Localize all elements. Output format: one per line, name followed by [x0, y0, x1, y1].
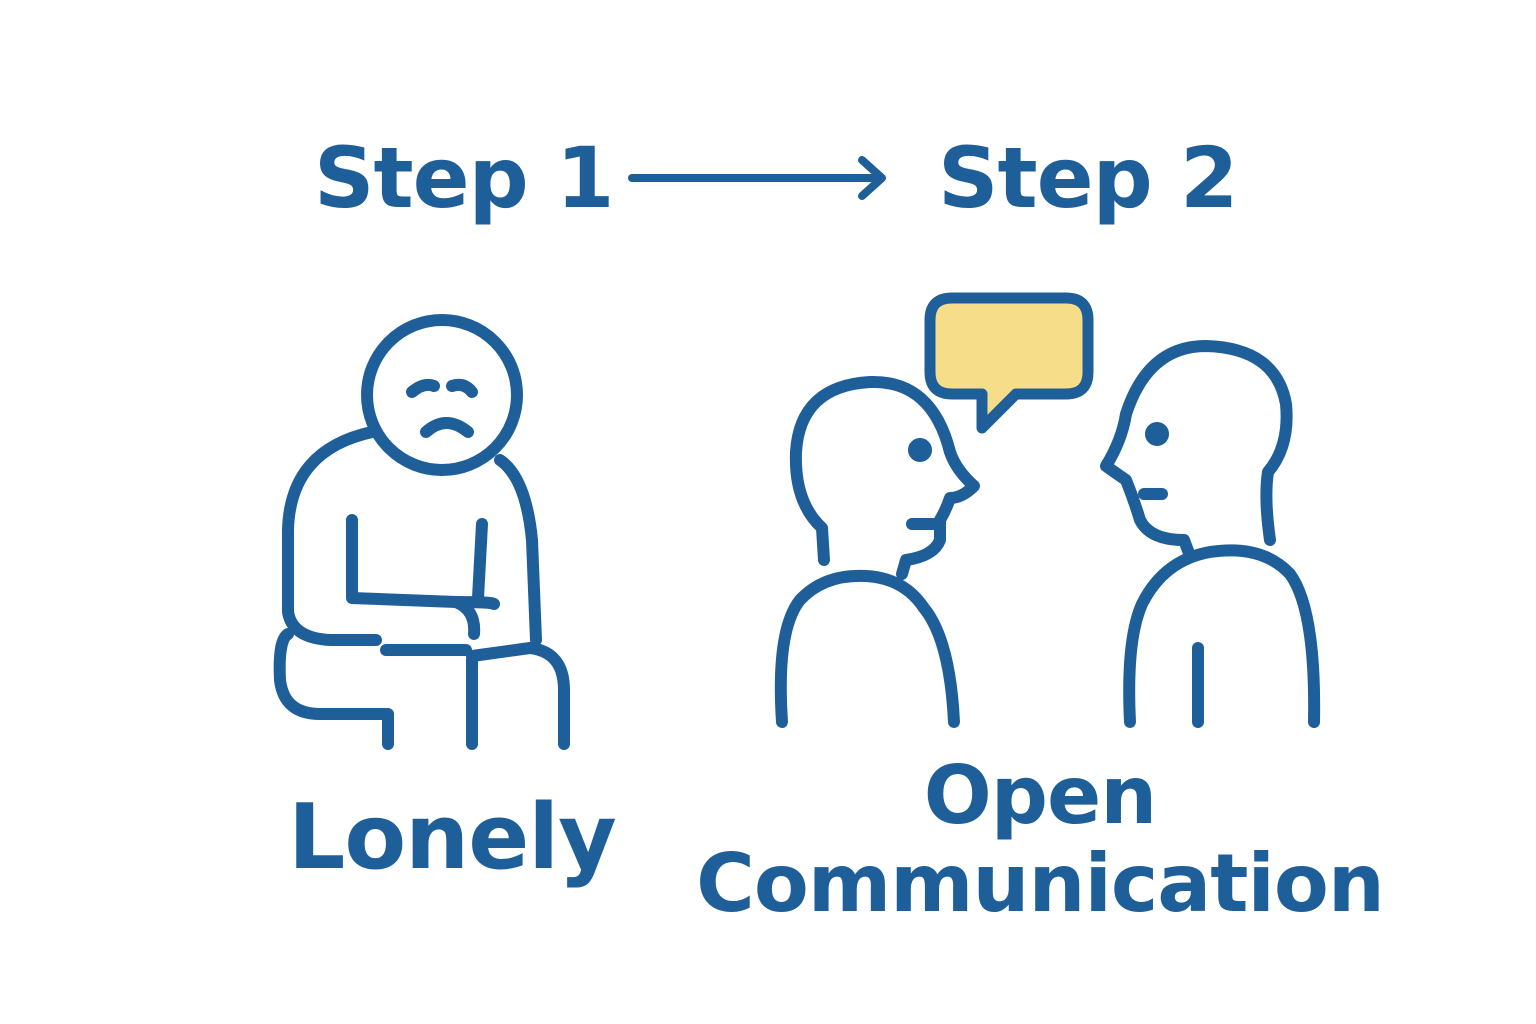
right-eyebrow: [446, 378, 478, 398]
thigh-right: [466, 642, 570, 750]
thigh-left: [273, 628, 394, 750]
torso: [282, 426, 382, 646]
frown: [420, 417, 474, 438]
right-arrow-icon: [628, 156, 886, 200]
open-caption-line-2: Communication: [696, 837, 1385, 930]
step-1-label: Step 1: [314, 129, 614, 227]
right-person-eye: [1145, 422, 1169, 446]
hands: [450, 596, 500, 610]
left-person: [774, 375, 980, 728]
left-person-head: [789, 375, 980, 580]
lonely-caption: Lonely: [288, 785, 617, 890]
right-person-head: [1100, 340, 1293, 562]
step-2-label: Step 2: [938, 129, 1238, 227]
two-people-talking-icon: [774, 340, 1321, 728]
left-person-eye: [908, 438, 932, 462]
back: [494, 454, 542, 646]
speech-bubble-icon: [924, 292, 1094, 434]
left-eyebrow: [406, 378, 440, 398]
right-arm: [472, 518, 488, 604]
right-person: [1100, 340, 1321, 728]
left-person-body: [774, 569, 960, 728]
open-communication-caption: Open Communication: [690, 752, 1390, 928]
open-caption-line-1: Open: [923, 749, 1157, 842]
left-arm: [346, 514, 481, 640]
head: [361, 314, 523, 476]
right-person-body: [1123, 544, 1321, 728]
sad-sitting-person-icon: [273, 314, 570, 750]
